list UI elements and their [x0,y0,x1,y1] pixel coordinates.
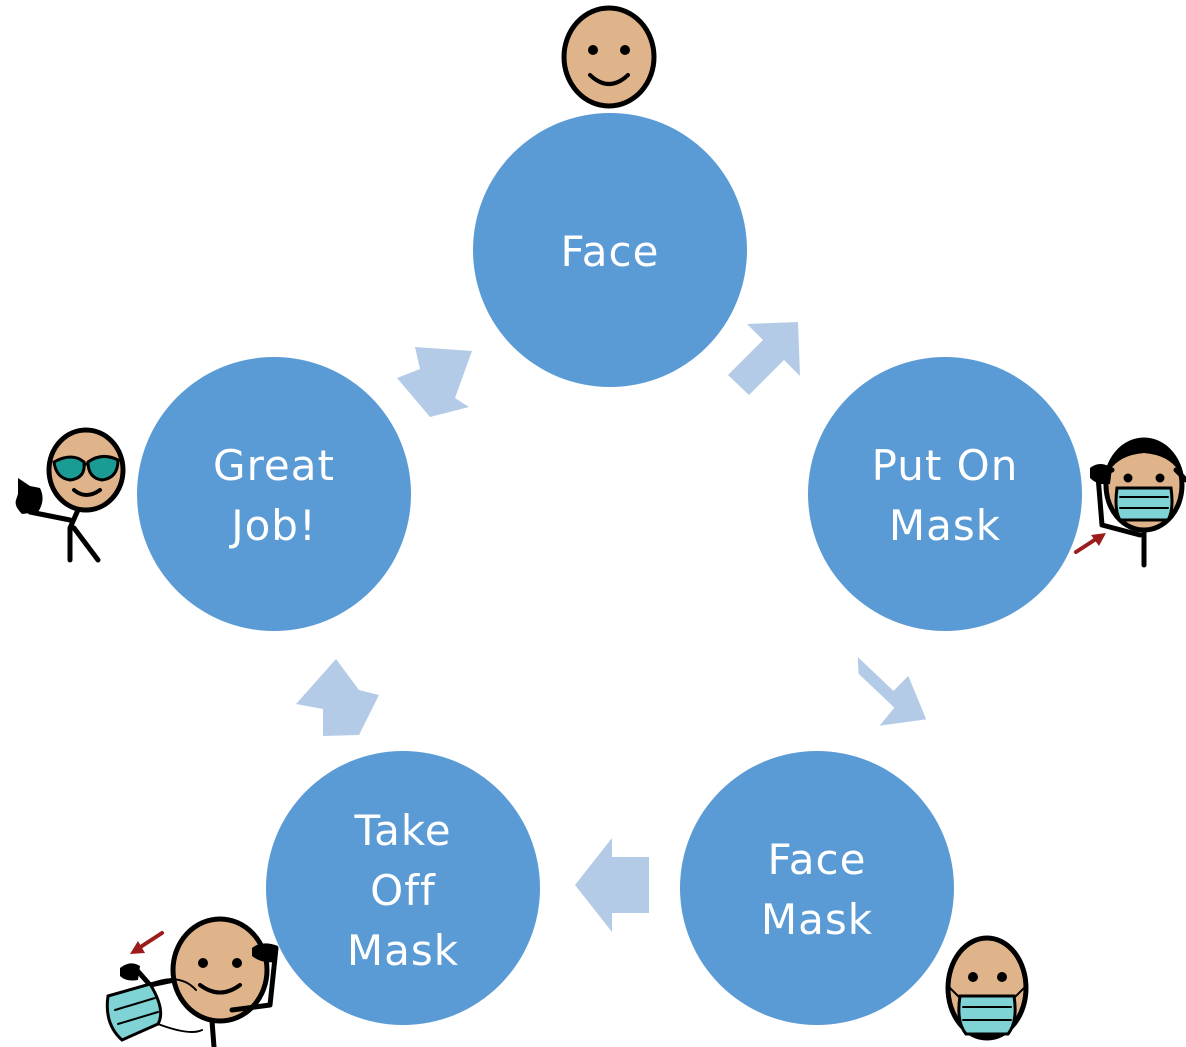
person-with-sunglasses-icon [15,427,126,563]
node-great-job-label-line2: Job! [228,501,317,550]
face-with-mask-icon [945,935,1029,1041]
node-face-mask-label-line1: Face [768,835,867,884]
node-face-label: Face [561,227,660,276]
node-great-job: Great Job! [137,357,411,631]
person-putting-on-mask-icon [1074,437,1186,568]
node-put-on-mask-label-line1: Put On [872,441,1019,490]
node-put-on-mask: Put On Mask [808,357,1082,631]
cycle-arrows [296,322,927,932]
arrow-take-off-mask-to-great-job [296,659,379,736]
node-take-off-mask-label-line2: Off [370,866,436,915]
cycle-nodes: Face Put On Mask Face Mask Take Off Mask… [137,113,1082,1025]
node-take-off-mask: Take Off Mask [266,751,540,1025]
node-face-mask-label-line2: Mask [761,895,873,944]
arrow-great-job-to-face [397,347,472,417]
node-face-mask: Face Mask [680,751,954,1025]
smiling-face-icon [561,5,657,109]
arrow-face-to-put-on-mask [728,322,800,395]
node-great-job-label-line1: Great [213,441,335,490]
node-face: Face [473,113,747,387]
person-taking-off-mask-icon [105,916,279,1047]
node-take-off-mask-label-line3: Mask [347,926,459,975]
arrow-put-on-mask-to-face-mask [857,657,927,726]
node-put-on-mask-label-line2: Mask [889,501,1001,550]
node-take-off-mask-label-line1: Take [353,806,451,855]
arrow-face-mask-to-take-off-mask [575,838,649,932]
